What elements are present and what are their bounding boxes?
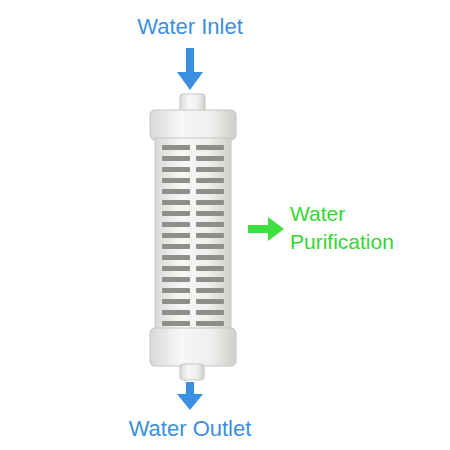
filter-slot: [162, 178, 190, 183]
inlet-label: Water Inlet: [80, 12, 300, 42]
filter-slot: [196, 178, 224, 183]
filter-slots: [162, 145, 224, 326]
filter-slot: [162, 310, 190, 315]
inlet-arrow: [177, 48, 203, 90]
filter-slot: [196, 244, 224, 249]
filter-slot: [162, 156, 190, 161]
inlet-nozzle: [180, 94, 205, 112]
outlet-label: Water Outlet: [80, 414, 300, 444]
filter-slot: [162, 255, 190, 260]
filter-slot: [196, 299, 224, 304]
filter-slot: [162, 244, 190, 249]
filter-slot: [162, 233, 190, 238]
filter-slot: [162, 299, 190, 304]
filter-slot: [196, 233, 224, 238]
filter-slot: [196, 255, 224, 260]
filter-slot: [196, 266, 224, 271]
filter-slot: [196, 310, 224, 315]
filter-slot: [162, 321, 190, 326]
filter-slot: [162, 189, 190, 194]
filter-slot: [162, 200, 190, 205]
outlet-nozzle: [180, 364, 204, 380]
filter-slot: [162, 288, 190, 293]
filter-slot: [196, 145, 224, 150]
filter-slot: [162, 222, 190, 227]
filter-slot: [196, 222, 224, 227]
filter-slot: [162, 266, 190, 271]
filter-slot: [196, 211, 224, 216]
filter-slot: [196, 156, 224, 161]
filter-slot: [162, 277, 190, 282]
purification-arrow: [248, 217, 284, 241]
filter-slot: [196, 167, 224, 172]
filter-slot: [162, 167, 190, 172]
filter-slot: [196, 189, 224, 194]
filter-slot: [162, 145, 190, 150]
filter-slot: [196, 321, 224, 326]
filter-slot: [196, 288, 224, 293]
filter-slot: [196, 200, 224, 205]
filter-slot: [196, 277, 224, 282]
filter-slot: [162, 211, 190, 216]
bottom-cap: [150, 328, 236, 366]
outlet-arrow: [177, 382, 203, 410]
filter-body: [155, 138, 231, 330]
purification-label: Water Purification: [290, 200, 430, 257]
top-cap: [150, 110, 236, 140]
